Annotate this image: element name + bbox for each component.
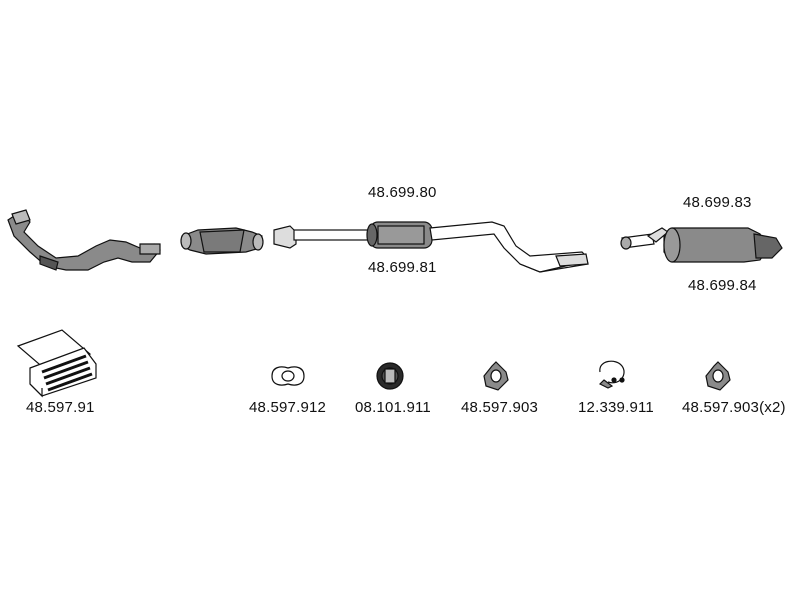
part-label-mounting-kit: 48.597.91 — [26, 399, 95, 416]
catalytic-converter[interactable] — [180, 227, 264, 255]
exhaust-clamp[interactable] — [598, 360, 625, 389]
part-label-flange-gasket-b: 48.597.903(x2) — [682, 399, 786, 416]
part-label-flange-gasket-a: 48.597.903 — [461, 399, 539, 416]
oval-gasket[interactable] — [271, 366, 305, 386]
rear-silencer[interactable] — [620, 227, 783, 263]
middle-silencer[interactable] — [273, 221, 589, 273]
part-label-oval-gasket: 48.597.912 — [249, 399, 327, 416]
part-label-middle-silencer-a: 48.699.80 — [368, 184, 437, 201]
part-label-rear-silencer-b: 48.699.84 — [688, 277, 757, 294]
part-label-rubber-mount: 08.101.911 — [355, 399, 431, 416]
part-label-middle-silencer-b: 48.699.81 — [368, 259, 437, 276]
mounting-kit-box[interactable] — [16, 329, 97, 398]
flange-gasket-b[interactable] — [705, 361, 731, 391]
front-pipe[interactable] — [7, 209, 161, 271]
flange-gasket-a[interactable] — [483, 361, 509, 391]
rubber-mount[interactable] — [376, 362, 404, 390]
part-label-clamp: 12.339.911 — [578, 399, 654, 416]
part-label-rear-silencer-a: 48.699.83 — [683, 194, 752, 211]
